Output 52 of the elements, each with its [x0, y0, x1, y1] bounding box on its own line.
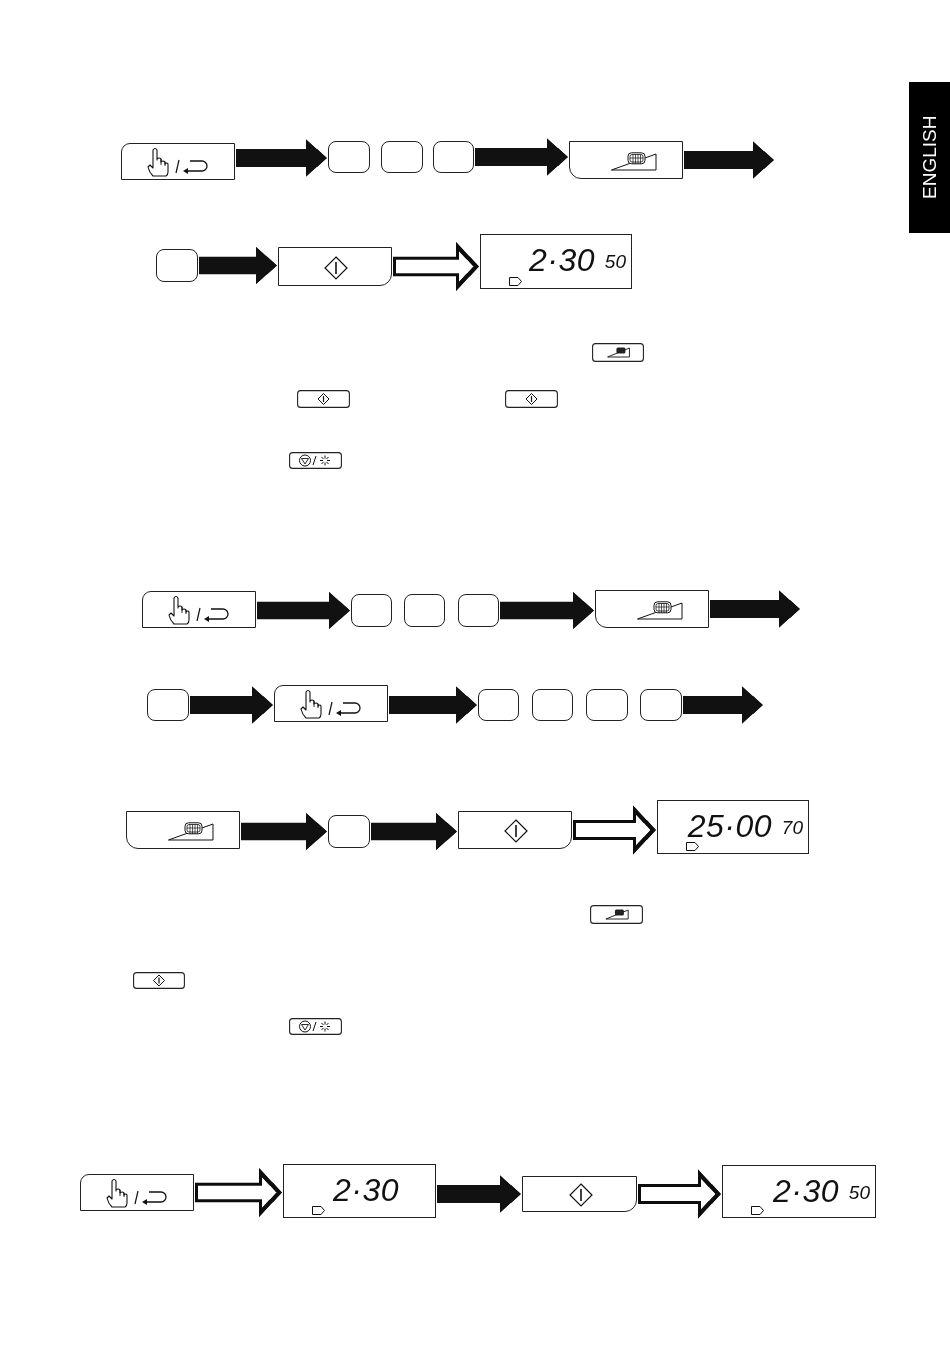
time-digits: 25·00	[687, 810, 772, 842]
block-arrow	[199, 246, 277, 285]
hollow-arrow	[393, 241, 479, 292]
number-key	[404, 594, 445, 627]
power-digits: 50	[604, 252, 626, 271]
grill-button	[569, 141, 683, 179]
lcd-display	[283, 1164, 436, 1218]
start-button	[458, 811, 572, 849]
block-arrow	[241, 812, 327, 851]
block-arrow	[371, 812, 457, 851]
start-button	[522, 1176, 637, 1212]
grill-button	[595, 590, 709, 628]
lcd-display	[722, 1165, 876, 1218]
hand-button	[142, 591, 256, 628]
hand-button	[274, 685, 388, 722]
hollow-arrow	[195, 1167, 282, 1218]
lcd-display	[657, 800, 809, 854]
power-digits: 50	[848, 1183, 870, 1202]
time-digits: 2·30	[772, 1175, 839, 1207]
number-key	[381, 141, 423, 173]
block-arrow	[389, 686, 477, 724]
number-key	[478, 689, 519, 721]
number-key	[586, 689, 628, 721]
number-key	[328, 815, 370, 848]
number-key	[433, 141, 474, 173]
block-arrow	[683, 686, 763, 724]
number-key	[351, 594, 392, 627]
block-arrow	[684, 141, 774, 179]
grill-button	[126, 811, 240, 849]
power-digits: 70	[781, 818, 803, 837]
block-arrow	[500, 591, 594, 630]
start-button	[278, 247, 392, 286]
number-key	[640, 689, 682, 721]
number-key	[147, 689, 189, 721]
lcd-display	[480, 234, 632, 289]
number-key	[328, 141, 370, 173]
block-arrow	[475, 138, 568, 176]
time-digits: 2·30	[528, 244, 595, 276]
time-digits: 2·30	[332, 1174, 399, 1206]
number-key	[156, 249, 198, 282]
block-arrow	[437, 1175, 521, 1213]
section-tab: ENGLISH	[909, 82, 950, 233]
block-arrow	[236, 139, 327, 177]
number-key	[532, 689, 573, 721]
block-arrow	[257, 591, 350, 630]
block-arrow	[710, 590, 800, 628]
hand-button	[121, 143, 235, 180]
hollow-arrow	[573, 805, 656, 855]
hand-button	[80, 1174, 194, 1211]
block-arrow	[190, 686, 273, 724]
hollow-arrow	[638, 1169, 721, 1219]
number-key	[458, 594, 499, 627]
